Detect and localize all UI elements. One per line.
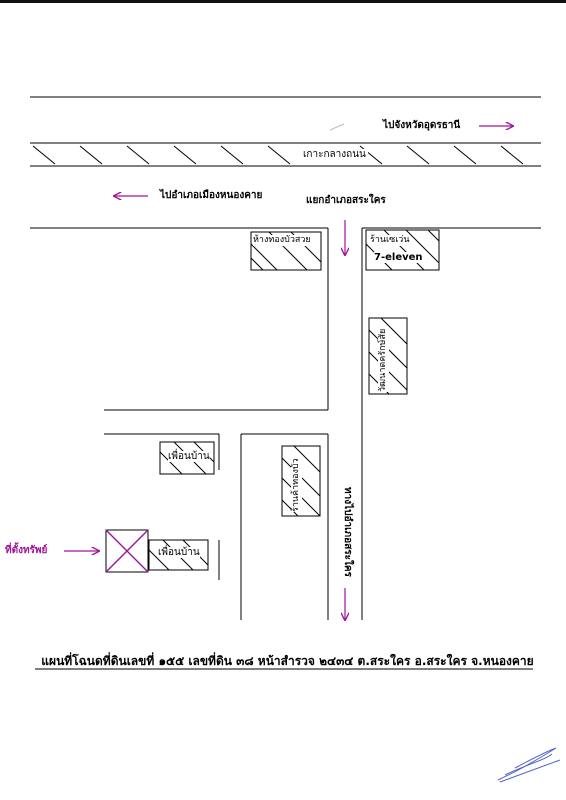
map-caption: แผนที่โฉนดที่ดินเลขที่ ๑๕๕ เลขที่ดิน ๓๘ … (41, 654, 534, 668)
label-shop-gold: ห้างทองบัวสวย (253, 235, 311, 246)
label-vertical-shop: วัฒนาดครักษ์สัย (378, 328, 389, 392)
label-junction: แยกอำเภอสระใคร (306, 195, 386, 206)
median-hatch (32, 145, 524, 165)
label-to-nongkhai: ไปอำเภอเมืองหนองคาย (160, 190, 263, 201)
property-x-box-icon (105, 529, 149, 573)
label-seven-shop: ร้านเซเว่น (370, 235, 410, 246)
label-property: ที่ตั้งทรัพย์ (5, 545, 48, 556)
label-to-udon: ไปจังหวัดอุดรธานี (383, 120, 461, 131)
label-neighbor-2: เพื่อนบ้าน (158, 547, 200, 558)
label-neighbor-1: เพื่อนบ้าน (168, 451, 210, 462)
label-vertical-house: ร้านค้าทองบัว (291, 458, 302, 512)
faint-mark (329, 123, 345, 131)
top-edge (0, 0, 566, 3)
label-road-to-district: ทางไปอำเภอสระใคร (342, 487, 353, 577)
label-median: เกาะกลางถนน (301, 149, 368, 161)
signature-mark (497, 747, 561, 783)
label-seven-brand: 7-eleven (374, 252, 423, 263)
